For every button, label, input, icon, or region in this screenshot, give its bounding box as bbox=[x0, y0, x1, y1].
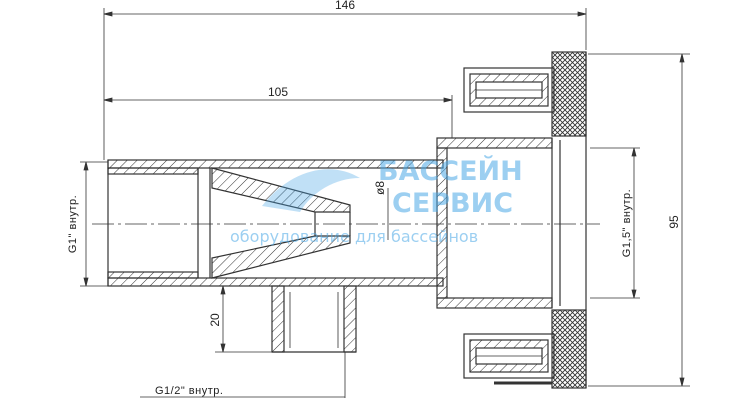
dimension-lines bbox=[80, 8, 690, 398]
outlet-thread-label: G1,5" внутр. bbox=[621, 189, 633, 257]
branch-thread-label: G1/2" внутр. bbox=[155, 385, 223, 397]
branch-height-label: 20 bbox=[208, 313, 222, 327]
watermark-line2: СЕРВИС bbox=[392, 188, 513, 219]
watermark-tagline: оборудование для бассейнов bbox=[230, 227, 478, 246]
inner-length-label: 105 bbox=[268, 85, 288, 99]
height-label: 95 bbox=[667, 215, 681, 229]
inlet-thread-label: G1" внутр. bbox=[67, 195, 79, 253]
flange-assembly bbox=[463, 51, 587, 389]
watermark-line1: БАССЕЙН bbox=[378, 155, 523, 187]
watermark-wave-icon bbox=[262, 169, 360, 212]
overall-length-label: 146 bbox=[335, 0, 355, 12]
fitting-body bbox=[107, 137, 561, 353]
nozzle-diameter-label: ø8 bbox=[373, 181, 387, 195]
watermark: БАССЕЙН СЕРВИС оборудование для бассейно… bbox=[230, 155, 523, 246]
